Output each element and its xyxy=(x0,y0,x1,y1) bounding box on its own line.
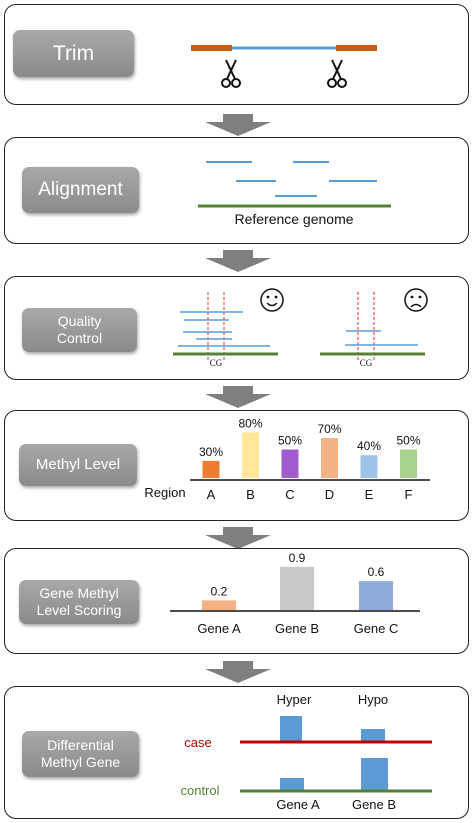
gene-score-value-label: 0.2 xyxy=(211,584,228,598)
methyl-level-step-button[interactable]: Methyl Level xyxy=(19,444,137,486)
region-tick-label: E xyxy=(365,487,374,502)
methyl-bar-C xyxy=(281,449,299,478)
methyl-value-label: 80% xyxy=(238,416,262,430)
region-tick-label: C xyxy=(285,487,294,502)
step-label-line2: Level Scoring xyxy=(36,602,122,618)
region-axis-label: Region xyxy=(144,485,185,500)
gene-score-bar xyxy=(202,600,236,610)
cg-site-label: CG xyxy=(360,358,373,368)
hypo-label: Hypo xyxy=(358,692,388,707)
methyl-bar-F xyxy=(400,449,417,478)
scissors-icon xyxy=(327,59,347,88)
step-label-line1: Quality xyxy=(57,313,102,330)
gene-tick-label: Gene A xyxy=(197,621,241,636)
step-label-line2: Control xyxy=(56,330,103,346)
gene-score-bar xyxy=(280,566,314,610)
gene-tick-label: Gene C xyxy=(354,621,399,636)
quality-control-step-button[interactable]: Quality Control xyxy=(22,308,137,352)
step-label-line1: Differential xyxy=(47,737,114,754)
control-bar-gene-b xyxy=(361,758,388,791)
gene-score-value-label: 0.9 xyxy=(289,551,306,565)
step-label-line1: Gene Methyl xyxy=(39,585,119,602)
step-label-line2: Methyl Gene xyxy=(40,754,121,770)
methyl-bar-A xyxy=(202,460,220,478)
methyl-bar-E xyxy=(360,455,378,478)
down-arrow-icon xyxy=(205,250,271,272)
scissors-icon xyxy=(221,59,241,88)
methyl-value-label: 50% xyxy=(396,434,420,448)
smiley-face-icon xyxy=(260,288,284,312)
differential-step-button[interactable]: Differential Methyl Gene xyxy=(22,731,139,777)
region-tick-label: D xyxy=(325,487,334,502)
control-bar-gene-a xyxy=(280,778,304,791)
gene-score-value-label: 0.6 xyxy=(368,565,385,579)
methyl-value-label: 30% xyxy=(199,445,223,459)
trim-step-button[interactable]: Trim xyxy=(13,30,134,77)
gene-b-label: Gene B xyxy=(352,797,396,812)
cg-site-label: CG xyxy=(210,358,223,368)
region-tick-label: F xyxy=(405,487,413,502)
methyl-value-label: 50% xyxy=(278,434,302,448)
gene-a-label: Gene A xyxy=(276,797,320,812)
methyl-bar-B xyxy=(242,432,259,478)
down-arrow-icon xyxy=(205,661,271,683)
region-tick-label: B xyxy=(246,487,255,502)
frowning-face-icon xyxy=(404,288,428,312)
down-arrow-icon xyxy=(205,386,271,408)
down-arrow-icon xyxy=(205,114,271,136)
gene-score-bar xyxy=(359,581,393,610)
case-bar-gene-b xyxy=(361,729,385,742)
methyl-bar-D xyxy=(321,438,338,478)
control-label: control xyxy=(180,783,219,798)
gene-scoring-step-button[interactable]: Gene Methyl Level Scoring xyxy=(19,580,139,624)
alignment-panel xyxy=(4,137,469,244)
down-arrow-icon xyxy=(205,527,271,549)
region-tick-label: A xyxy=(207,487,216,502)
reference-genome-caption: Reference genome xyxy=(234,211,353,227)
case-label: case xyxy=(184,735,211,750)
methyl-value-label: 70% xyxy=(317,422,341,436)
methyl-value-label: 40% xyxy=(357,439,381,453)
gene-tick-label: Gene B xyxy=(275,621,319,636)
hyper-label: Hyper xyxy=(277,692,312,707)
case-bar-gene-a xyxy=(280,716,302,742)
alignment-step-button[interactable]: Alignment xyxy=(22,167,139,213)
